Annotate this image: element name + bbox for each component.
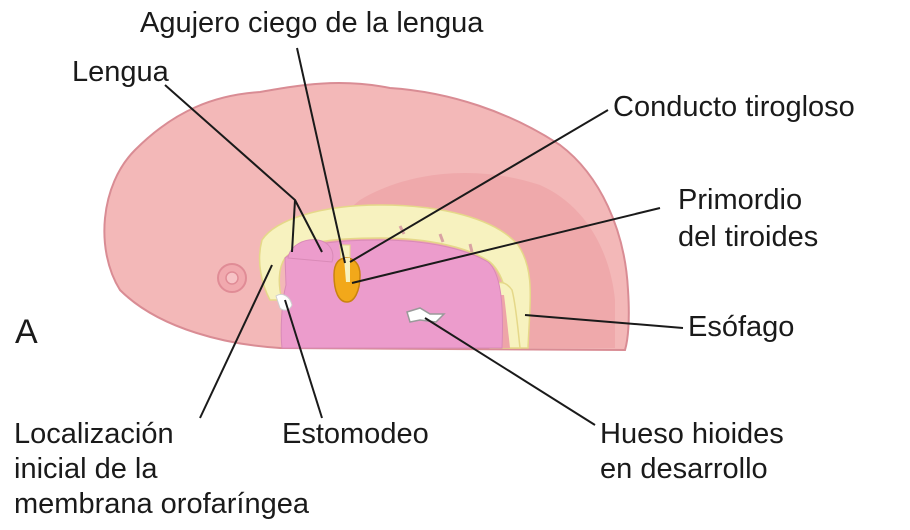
- label-stomodeum: Estomodeo: [282, 418, 429, 450]
- leader-thyroglossal: [349, 109, 609, 263]
- label-hyoid-line1: Hueso hioides: [600, 418, 784, 450]
- face-circle-inner: [225, 271, 239, 285]
- label-thyroid-primordium-line2: del tiroides: [678, 221, 819, 253]
- leader-hyoid: [424, 317, 596, 426]
- hyoid-bone: [406, 307, 446, 323]
- label-membrane-line2: inicial de la: [14, 453, 158, 485]
- endoderm-mark-3: [468, 243, 474, 253]
- label-tongue: Lengua: [72, 56, 169, 88]
- label-thyroid-primordium-line1: Primordio: [678, 184, 803, 216]
- endoderm-layer: [258, 204, 531, 349]
- label-esophagus: Esófago: [688, 311, 795, 343]
- leader-membrane: [199, 264, 273, 419]
- stomodeum-notch: [275, 293, 293, 311]
- label-membrane-line1: Localización: [14, 418, 174, 450]
- label-membrane-line3: membrana orofaríngea: [14, 488, 309, 520]
- label-thyroglossal-duct: Conducto tirogloso: [613, 91, 855, 123]
- endoderm-mark-2: [438, 233, 445, 243]
- tongue-bump: [287, 239, 334, 263]
- thyroid-duct-inner: [344, 258, 350, 282]
- label-hyoid-line2: en desarrollo: [600, 453, 768, 485]
- leader-esophagus: [524, 314, 684, 329]
- leader-tongue-2: [294, 199, 323, 253]
- leader-stomodeum: [284, 299, 323, 419]
- label-foramen-caecum: Agujero ciego de la lengua: [140, 7, 484, 39]
- leader-foramen-caecum: [296, 47, 346, 264]
- endoderm-mark-1: [398, 225, 406, 235]
- leader-thyroid: [351, 207, 661, 284]
- leader-lines: [164, 47, 684, 426]
- panel-letter: A: [15, 313, 38, 351]
